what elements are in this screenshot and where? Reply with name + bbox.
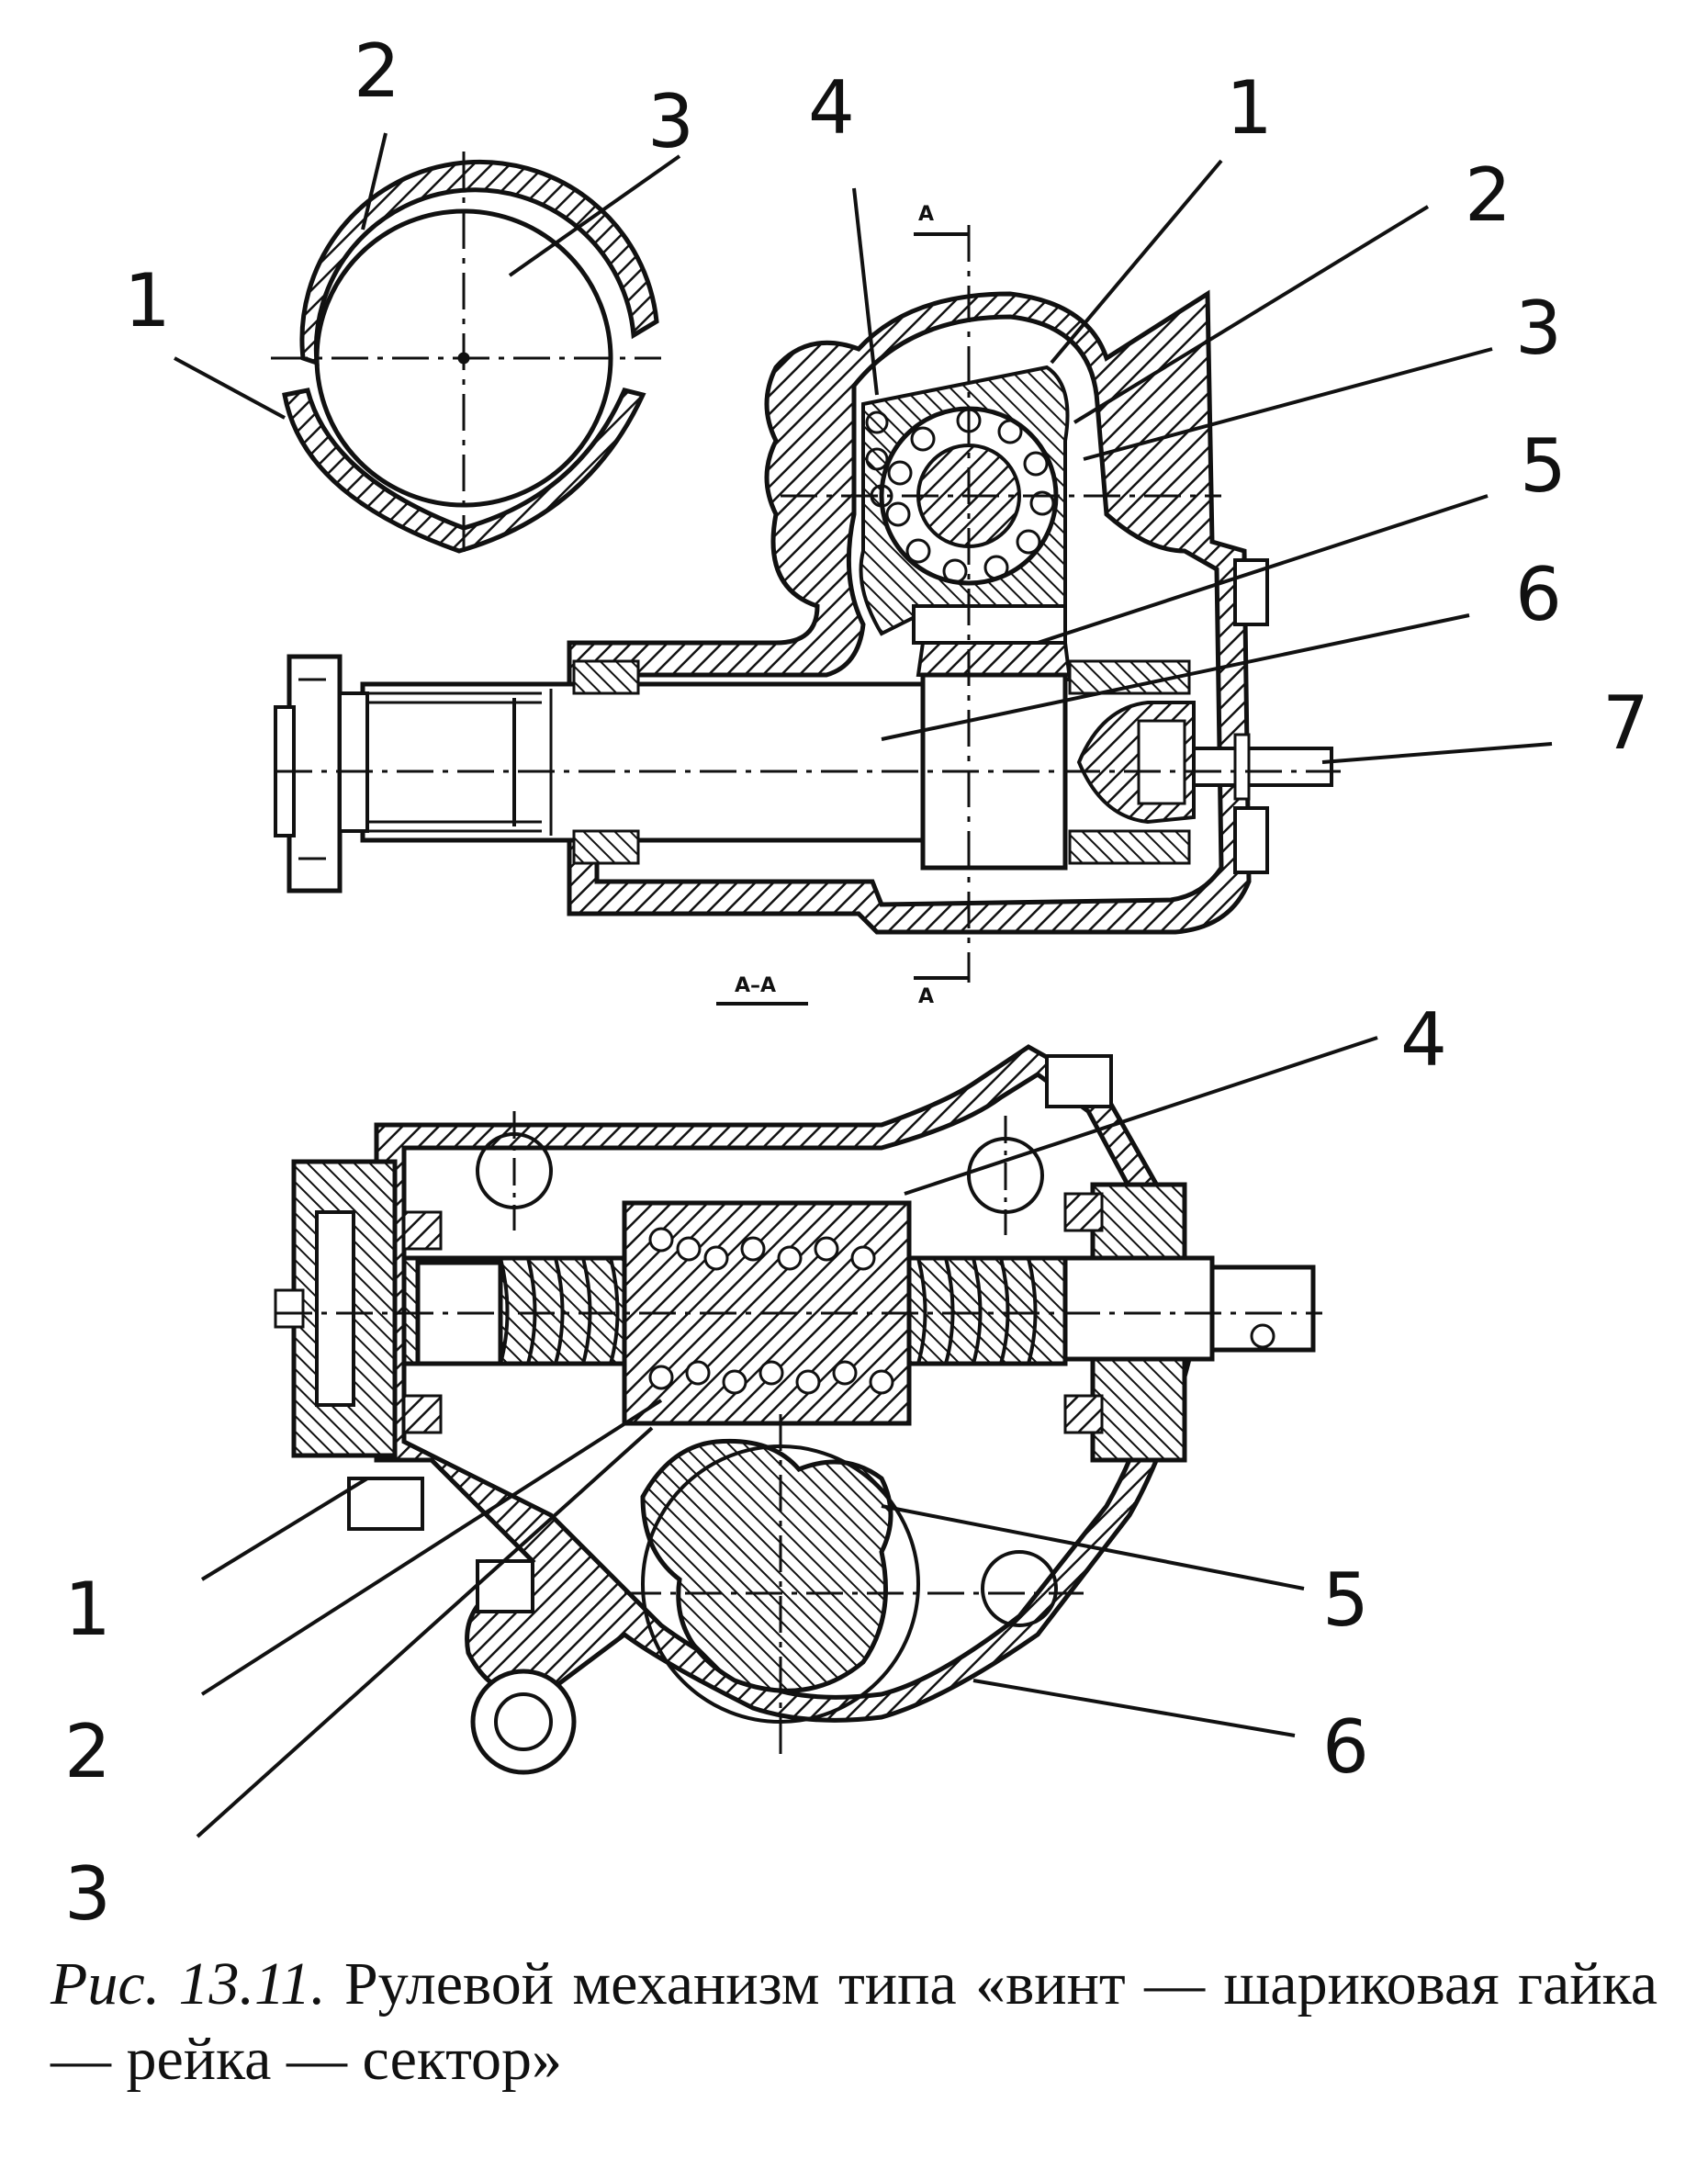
figure-number: Рис. 13.11. bbox=[51, 1950, 326, 2017]
label-b-5: 5 bbox=[1322, 1557, 1369, 1643]
label-b-4: 4 bbox=[1400, 997, 1447, 1083]
label-tl-3: 3 bbox=[647, 79, 694, 164]
nut-balls bbox=[648, 1227, 894, 1395]
label-b-2: 2 bbox=[64, 1709, 111, 1794]
label-b-1: 1 bbox=[64, 1567, 111, 1652]
ball-ring bbox=[865, 408, 1055, 584]
label-tr-1: 1 bbox=[1226, 65, 1273, 151]
callouts-top-left: 2 3 1 bbox=[124, 28, 694, 343]
callouts-top-right: 4 1 2 3 5 6 7 bbox=[808, 65, 1649, 766]
label-tl-1: 1 bbox=[124, 258, 171, 343]
callouts-bottom: 4 1 2 3 5 6 bbox=[64, 997, 1447, 1937]
figure-caption: Рис. 13.11. Рулевой механизм типа «винт … bbox=[51, 1947, 1657, 2097]
section-mark-bottom: А bbox=[918, 985, 934, 1008]
nut-cross-section bbox=[271, 152, 661, 560]
label-tr-4: 4 bbox=[808, 65, 855, 151]
bottom-leaders bbox=[196, 1036, 1378, 1838]
gear-housing-side-section bbox=[274, 225, 1341, 1006]
label-tr-6: 6 bbox=[1515, 552, 1562, 637]
label-b-6: 6 bbox=[1322, 1704, 1369, 1790]
top-right-leaders bbox=[852, 159, 1553, 764]
figure-title: Рулевой механизм типа «винт — шариковая … bbox=[51, 1950, 1657, 2093]
top-left-leaders bbox=[174, 132, 681, 420]
section-view-label: А–А bbox=[735, 974, 776, 997]
label-tr-5: 5 bbox=[1520, 423, 1567, 509]
section-mark-top: А bbox=[918, 203, 934, 226]
label-tr-7: 7 bbox=[1602, 680, 1649, 766]
steering-gear-section-a-a bbox=[274, 1044, 1322, 1775]
label-tr-3: 3 bbox=[1515, 286, 1562, 371]
label-tr-2: 2 bbox=[1465, 152, 1511, 238]
label-b-3: 3 bbox=[64, 1851, 111, 1937]
label-tl-2: 2 bbox=[354, 28, 400, 114]
